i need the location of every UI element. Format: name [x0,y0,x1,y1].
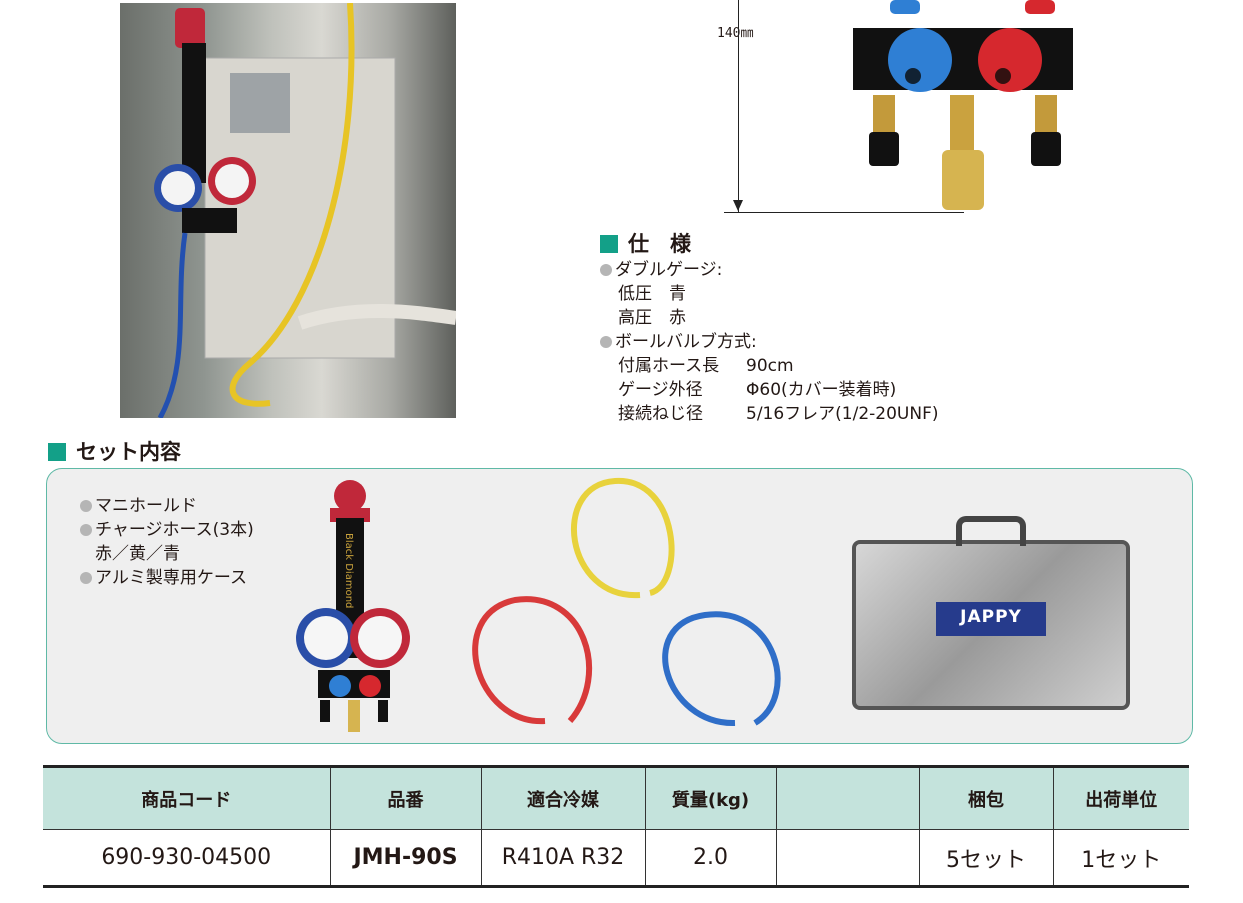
spec-item-text: 高圧 赤 [618,308,686,328]
case-handle [956,516,1026,546]
set-item: 赤／黄／青 [80,542,254,566]
bullet-icon [80,572,92,584]
spec-item: ダブルゲージ: [600,258,757,282]
table-row: 690-930-04500 JMH-90S R410A R32 2.0 5セット… [43,829,1189,887]
manifold-gauge-image: Black Diamond [296,480,410,732]
set-item-text: 赤／黄／青 [95,544,180,564]
case-brand-logo: JAPPY [936,602,1046,636]
set-item-text: アルミ製専用ケース [95,568,247,588]
cell-refrigerant: R410A R32 [480,829,646,887]
dimension-line [738,0,739,212]
spec-item-value: 5/16フレア(1/2-20UNF) [746,404,939,424]
header-shipping-unit: 出荷単位 [1052,766,1189,830]
set-contents-heading: セット内容 [48,436,181,466]
set-item-text: マニホールド [95,496,197,516]
arrow-down-icon [733,200,743,211]
yellow-hose [571,477,675,599]
spec-item: 低圧 青 [600,282,757,306]
spec-item: ボールバルブ方式: [600,330,757,354]
bullet-icon [600,336,612,348]
charge-hoses-image [472,477,781,727]
square-bullet-icon [600,235,618,253]
blue-hose [662,611,781,727]
header-empty [775,766,920,830]
cell-product-code: 690-930-04500 [43,829,331,887]
spec-section: 仕 様 ダブルゲージ: 低圧 青 高圧 赤 ボールバルブ方式: 付属ホース長 90… [600,232,939,426]
cell-packing: 5セット [918,829,1054,887]
spec-item-text: ボールバルブ方式: [615,332,757,352]
installation-photo [120,3,456,418]
bullet-icon [600,264,612,276]
header-weight: 質量(kg) [644,766,777,830]
table-header-row: 商品コード 品番 適合冷媒 質量(kg) 梱包 出荷単位 [43,766,1189,830]
spec-item-value: 90cm [746,356,794,376]
spec-item: 付属ホース長 90cm [600,354,794,378]
spec-item-value: Φ60(カバー装着時) [746,380,897,400]
set-item: アルミ製専用ケース [80,566,254,590]
spec-heading-text: 仕 様 [628,232,691,256]
set-item-text: チャージホース(3本) [95,520,254,540]
set-item: チャージホース(3本) [80,518,254,542]
spec-item-text: ダブルゲージ: [615,260,723,280]
spec-item: 高圧 赤 [600,306,757,330]
set-contents-list: マニホールド チャージホース(3本) 赤／黄／青 アルミ製専用ケース [80,494,254,590]
square-bullet-icon [48,443,66,461]
cell-empty [775,829,920,887]
cell-weight: 2.0 [644,829,777,887]
aluminum-case-image: JAPPY [852,516,1130,710]
header-packing: 梱包 [918,766,1054,830]
header-product-code: 商品コード [43,766,331,830]
spec-item-label: ゲージ外径 [618,380,703,400]
spec-item-label: 接続ねじ径 [618,404,703,424]
spec-item: ゲージ外径 Φ60(カバー装着時) [600,378,896,402]
header-refrigerant: 適合冷媒 [480,766,646,830]
spec-item-label: 付属ホース長 [618,356,720,376]
set-contents-heading-text: セット内容 [76,440,181,464]
dimension-baseline [724,212,964,213]
bullet-icon [80,500,92,512]
strap-brand-text: Black Diamond [343,533,354,608]
manifold-closeup-image [853,0,1073,210]
spec-heading: 仕 様 [600,232,757,256]
manifold-on-ac-unit-illustration [154,3,456,418]
cell-part-number: JMH-90S [329,829,482,887]
spec-item: 接続ねじ径 5/16フレア(1/2-20UNF) [600,402,939,426]
set-item: マニホールド [80,494,254,518]
product-table: 商品コード 品番 適合冷媒 質量(kg) 梱包 出荷単位 690-930-045… [43,765,1189,888]
cell-shipping-unit: 1セット [1052,829,1189,887]
spec-item-text: 低圧 青 [618,284,686,304]
red-hose [472,596,593,725]
dimension-label: 140㎜ [717,26,754,41]
bullet-icon [80,524,92,536]
header-part-number: 品番 [329,766,482,830]
